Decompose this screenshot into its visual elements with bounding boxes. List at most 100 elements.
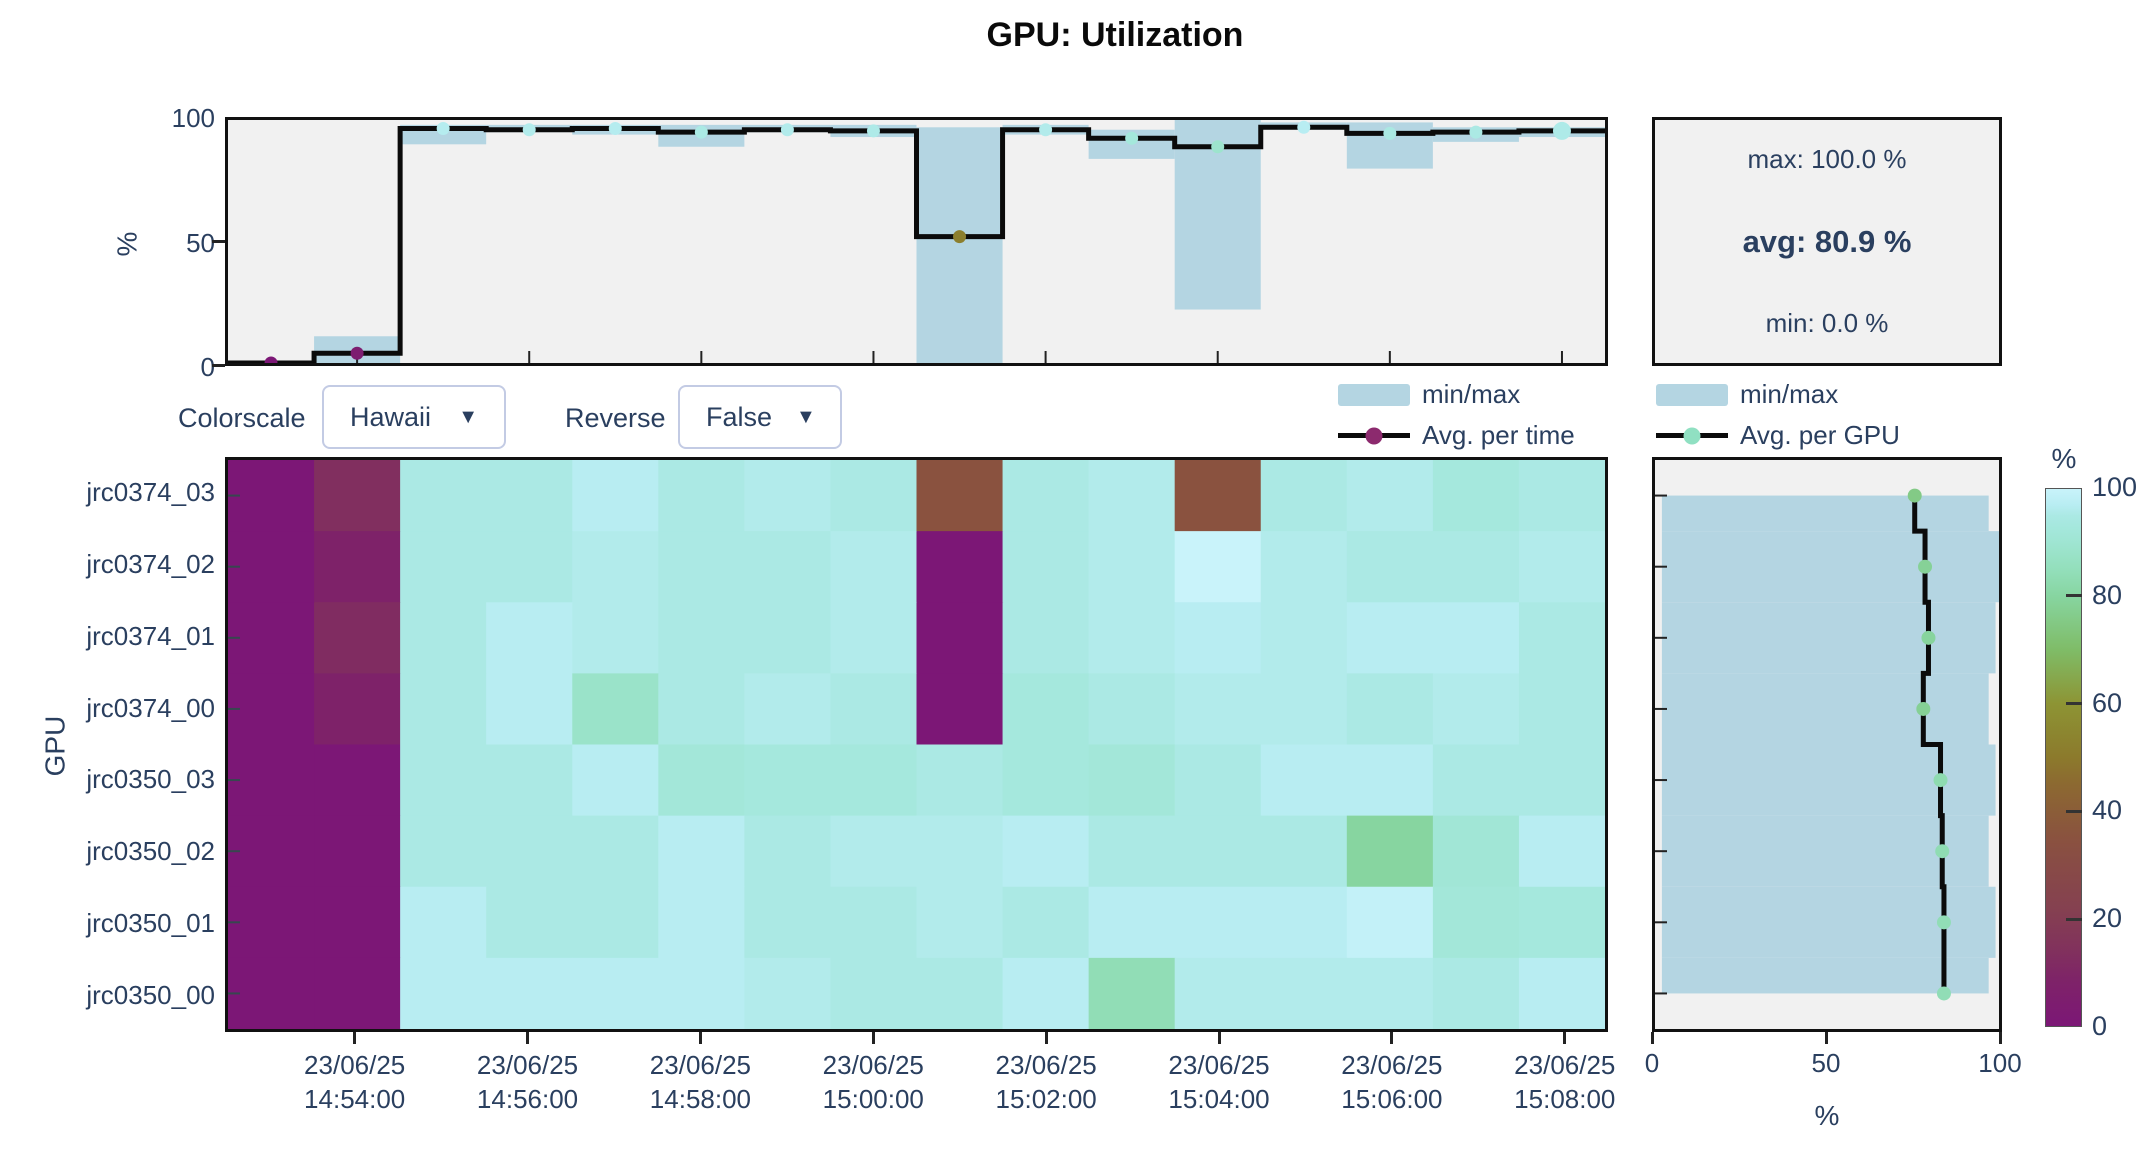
avg-per-time-point (436, 122, 450, 136)
avg-per-gpu-point (1907, 488, 1922, 503)
avg-per-time-chart[interactable] (225, 117, 1608, 366)
avg-per-time-point (1469, 125, 1483, 139)
colorbar-tick-mark (2066, 702, 2082, 706)
xtick-date: 23/06/25 (304, 1050, 406, 1080)
heatmap-cell (1174, 531, 1262, 603)
heatmap-cell (1518, 673, 1605, 746)
heatmap-cell (1518, 602, 1605, 674)
heatmap-cell (228, 744, 315, 817)
avg-per-gpu-point (1933, 773, 1948, 788)
legend-avg-per-gpu[interactable]: Avg. per GPU (1656, 420, 1900, 451)
heatmap-cell (572, 815, 659, 888)
heatmap-cell (1432, 815, 1520, 888)
top-ytick-mark-50 (212, 240, 225, 243)
heatmap-cell (314, 460, 401, 532)
heatmap-cell (1002, 957, 1090, 1029)
heatmap-cell (572, 531, 659, 603)
heatmap-cell (400, 460, 487, 532)
avg-per-time-point (1039, 123, 1053, 137)
colorbar-tick-label: 20 (2092, 903, 2123, 934)
line-swatch (1338, 427, 1410, 444)
heatmap-cell (1174, 460, 1262, 532)
top-ytick-0: 0 (200, 352, 215, 382)
row-label-jrc0350_03: jrc0350_03 (86, 764, 215, 795)
xtick-time: 15:08:00 (1514, 1084, 1616, 1114)
heatmap-cell (228, 531, 315, 603)
heatmap-cell (1432, 531, 1520, 603)
heatmap-cell (1002, 673, 1090, 746)
colorbar-tick-label: 40 (2092, 795, 2123, 826)
heatmap-cell (572, 460, 659, 532)
avg-per-gpu-chart[interactable] (1652, 457, 2002, 1032)
heatmap-cell (1174, 886, 1262, 959)
colorbar-tick-label: 0 (2092, 1011, 2108, 1041)
heatmap-cell (916, 957, 1004, 1029)
xtick-mark (1390, 1032, 1394, 1044)
avg-per-time-point (1383, 126, 1397, 140)
heatmap-cell (916, 602, 1004, 674)
reverse-dropdown[interactable]: False ▼ (678, 385, 842, 449)
heatmap-cell (1174, 602, 1262, 674)
heatmap-cell (744, 602, 832, 674)
heatmap-cell (1002, 815, 1090, 888)
xtick-time: 15:02:00 (995, 1084, 1097, 1114)
heatmap-cell (1260, 460, 1348, 532)
right-xtick-0: 0 (1644, 1048, 1660, 1078)
legend-avg-per-time[interactable]: Avg. per time (1338, 420, 1575, 451)
heatmap-cell (1432, 673, 1520, 746)
minmax-band (1661, 602, 1996, 674)
row-label-jrc0374_03: jrc0374_03 (86, 476, 215, 507)
heatmap-cell (572, 886, 659, 959)
heatmap-cell (1432, 744, 1520, 817)
heatmap-cell (486, 744, 573, 817)
heatmap-cell (744, 531, 832, 603)
avg-per-time-point (522, 123, 536, 137)
heatmap-cell (228, 602, 315, 674)
heatmap-cell (1346, 531, 1434, 603)
minmax-band (1661, 673, 1989, 745)
heatmap-cell (1174, 673, 1262, 746)
heatmap-cell (744, 815, 832, 888)
legend-gpu-minmax[interactable]: min/max (1656, 379, 1838, 410)
colorbar-tick-label: 60 (2092, 687, 2123, 718)
heatmap-cell (744, 957, 832, 1029)
minmax-band (1661, 531, 1999, 603)
chevron-down-icon: ▼ (796, 405, 816, 428)
avg-per-gpu-point (1918, 559, 1933, 574)
avg-per-gpu-point (1935, 844, 1950, 859)
heatmap-cell (572, 744, 659, 817)
heatmap-cell (830, 602, 918, 674)
heatmap-cell (1174, 815, 1262, 888)
heatmap-cell (1260, 744, 1348, 817)
avg-gpu-dot-icon (1683, 427, 1701, 444)
avg-per-time-line (228, 124, 1605, 363)
colorscale-dropdown[interactable]: Hawaii ▼ (322, 385, 506, 449)
heatmap-cell (400, 886, 487, 959)
xtick-date: 23/06/25 (476, 1050, 579, 1080)
colorbar-tick-label: 100 (2092, 472, 2138, 502)
heatmap-cell (1432, 602, 1520, 674)
heatmap-cell (486, 460, 573, 532)
heatmap-cell (658, 673, 745, 746)
heatmap-cell (916, 815, 1004, 888)
heatmap-cell (228, 815, 315, 888)
xtick-mark (1563, 1032, 1567, 1044)
heatmap-cell (1518, 744, 1605, 817)
heatmap-cell (916, 886, 1004, 959)
gpu-heatmap[interactable] (225, 457, 1608, 1032)
avg-per-time-point (1297, 120, 1311, 134)
heatmap-cell (830, 673, 918, 746)
heatmap-cell (830, 886, 918, 959)
heatmap-cell (314, 815, 401, 888)
legend-time-minmax[interactable]: min/max (1338, 379, 1520, 410)
avg-per-time-point (350, 346, 364, 360)
avg-per-time-plot (228, 120, 1605, 363)
heatmap-cell (1088, 531, 1176, 603)
row-label-jrc0350_02: jrc0350_02 (86, 836, 215, 867)
heatmap-cell (916, 673, 1004, 746)
heatmap-cell (1432, 957, 1520, 1029)
heatmap-cell (486, 957, 573, 1029)
